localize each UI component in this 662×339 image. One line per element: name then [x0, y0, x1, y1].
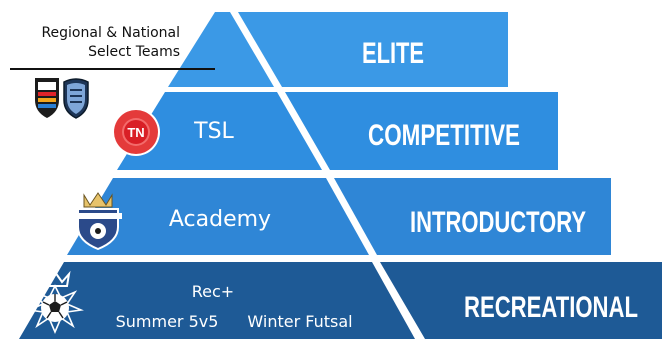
tier-elite-level: ELITE	[362, 37, 424, 70]
tier-elite: ELITE	[168, 12, 508, 87]
tn-soccer-logo: TN	[112, 108, 160, 156]
svg-text:TN: TN	[127, 125, 144, 140]
shield-logo	[63, 78, 89, 119]
tier-introductory: Academy INTRODUCTORY	[67, 178, 611, 255]
tier-recreational-program-futsal: Winter Futsal	[247, 312, 352, 331]
tier-recreational-label-box	[380, 262, 662, 339]
rush-logo	[35, 78, 59, 118]
select-teams-note-line2: Select Teams	[88, 44, 180, 60]
tier-recreational-program-summer: Summer 5v5	[116, 312, 219, 331]
tier-recreational-pyramid	[19, 262, 415, 339]
select-teams-note: Regional & National Select Teams	[10, 24, 180, 62]
soccer-ball-crest-logo	[26, 270, 84, 335]
tier-introductory-label-box	[334, 178, 611, 255]
tier-competitive-label-box	[285, 92, 558, 170]
tier-competitive-pyramid	[117, 92, 322, 170]
tier-competitive: TSL COMPETITIVE	[117, 92, 558, 170]
tier-introductory-program: Academy	[169, 207, 271, 232]
tier-recreational: Rec+ Summer 5v5 Winter Futsal RECREATION…	[19, 262, 662, 339]
tier-introductory-pyramid	[67, 178, 369, 255]
tier-recreational-program-rec-plus: Rec+	[192, 282, 234, 301]
tier-competitive-program: TSL	[193, 119, 234, 144]
tier-competitive-level: COMPETITIVE	[368, 119, 520, 152]
select-teams-note-line1: Regional & National	[41, 25, 180, 41]
tier-introductory-level: INTRODUCTORY	[410, 206, 586, 239]
tier-elite-label-box	[238, 12, 508, 87]
blount-united-logo	[74, 192, 122, 251]
tier-recreational-level: RECREATIONAL	[464, 291, 638, 324]
